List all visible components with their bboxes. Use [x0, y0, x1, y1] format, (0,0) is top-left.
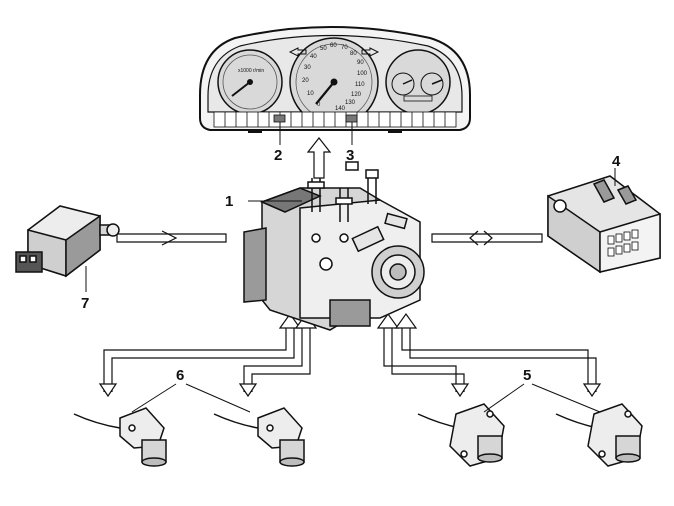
diagnostic-connector [547, 175, 661, 274]
callout-3: 3 [346, 147, 354, 164]
front-wheel-sensor-left [73, 407, 167, 467]
svg-text:x1000 r/min: x1000 r/min [238, 68, 264, 74]
speedo-tick: 140 [335, 106, 346, 112]
callout-7: 7 [81, 295, 89, 312]
callout-5: 5 [523, 367, 531, 384]
speedo-tick: 20 [302, 78, 309, 84]
fuel-temp-gauge [385, 49, 451, 115]
instrument-cluster: x1000 r/min 0 10 20 30 40 50 60 70 80 90… [199, 26, 471, 133]
speedometer-gauge: 0 10 20 30 40 50 60 70 80 90 100 110 120… [289, 37, 379, 127]
speedo-tick: 40 [310, 54, 317, 60]
speedo-tick: 0 [317, 102, 321, 108]
speedo-tick: 50 [320, 46, 327, 52]
callout-6: 6 [176, 367, 184, 384]
speedo-tick: 130 [345, 100, 356, 106]
speedo-tick: 100 [357, 71, 368, 77]
speedo-tick: 60 [330, 43, 337, 49]
speedo-tick: 70 [341, 45, 348, 51]
turn-left-indicator-icon [288, 47, 307, 57]
rear-wheel-sensor-right [555, 403, 643, 467]
speedo-tick: 90 [357, 60, 364, 66]
abs-hydraulic-module [243, 161, 425, 331]
turn-right-indicator-icon [361, 47, 380, 57]
rear-wheel-sensor-left [417, 403, 505, 467]
callout-2: 2 [274, 147, 282, 164]
brake-light-switch [15, 205, 120, 278]
rear-sensor-signal-lines [376, 312, 602, 398]
front-wheel-sensor-right [213, 407, 305, 467]
signal-arrow-to-diagnostic [431, 230, 543, 246]
signal-arrow-from-brake-switch [116, 230, 227, 246]
warning-lamp-strip [213, 111, 457, 128]
speedo-tick: 30 [304, 65, 311, 71]
speedo-tick: 110 [355, 82, 365, 88]
speedo-tick: 120 [351, 92, 362, 98]
callout-4: 4 [612, 153, 621, 170]
speedo-tick: 10 [307, 91, 314, 97]
brake-warning-lamp [345, 114, 358, 123]
signal-arrow-to-cluster [306, 137, 332, 179]
speedo-tick: 80 [350, 51, 357, 57]
front-sensor-signal-lines [98, 312, 318, 398]
abs-warning-lamp [273, 114, 286, 123]
callout-1: 1 [225, 193, 233, 210]
tachometer-gauge: x1000 r/min [217, 49, 283, 115]
